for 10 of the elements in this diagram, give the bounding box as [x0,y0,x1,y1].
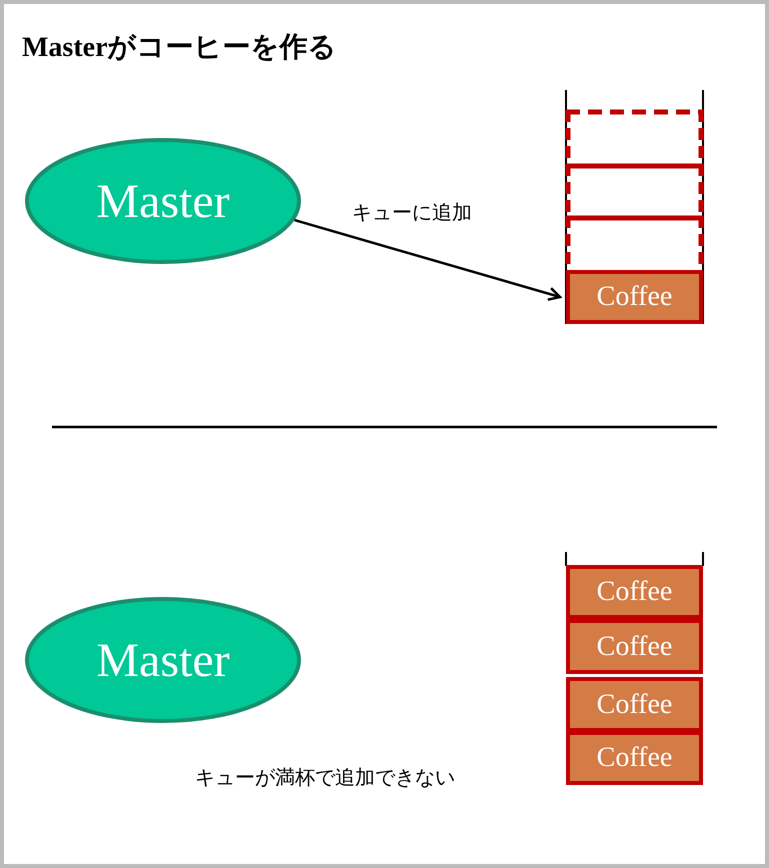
master-ellipse: Master [25,138,301,264]
queue-item-box: Coffee [566,270,703,324]
arrow [294,218,562,301]
queue-item-box: Coffee [566,731,703,785]
queue-item-box: Coffee [566,565,703,619]
queue-item-box: Coffee [566,619,703,674]
master-ellipse: Master [25,597,301,723]
title: Masterがコーヒーを作る [22,31,337,65]
note-text: キューが満杯で追加できない [195,764,455,791]
queue-item-box: Coffee [566,677,703,732]
